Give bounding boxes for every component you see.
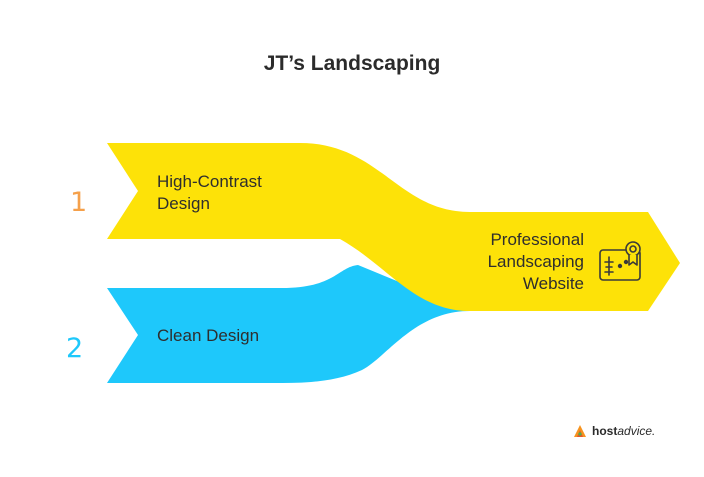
step-1-band [107,143,680,311]
hostadvice-logo-icon [574,425,586,437]
result-label: Professional Landscaping Website [448,229,584,295]
result-label-line-2: Landscaping [487,252,584,271]
brand-name-host: host [592,424,618,438]
result-label-line-1: Professional [490,230,584,249]
step-1-number: 1 [70,187,88,218]
step-1-label-line-2: Design [157,194,210,213]
brand-footer: hostadvice. [572,423,655,439]
step-1-label-line-1: High-Contrast [157,172,262,191]
step-1-label: High-Contrast Design [157,171,262,215]
step-2-number: 2 [66,333,84,364]
brand-name-advice: advice. [617,424,656,438]
step-2-label: Clean Design [157,326,260,345]
page-title: JT’s Landscaping [263,52,441,75]
result-label-line-3: Website [522,274,584,293]
step-2-band [107,265,470,383]
landscape-certificate-icon [599,241,641,281]
